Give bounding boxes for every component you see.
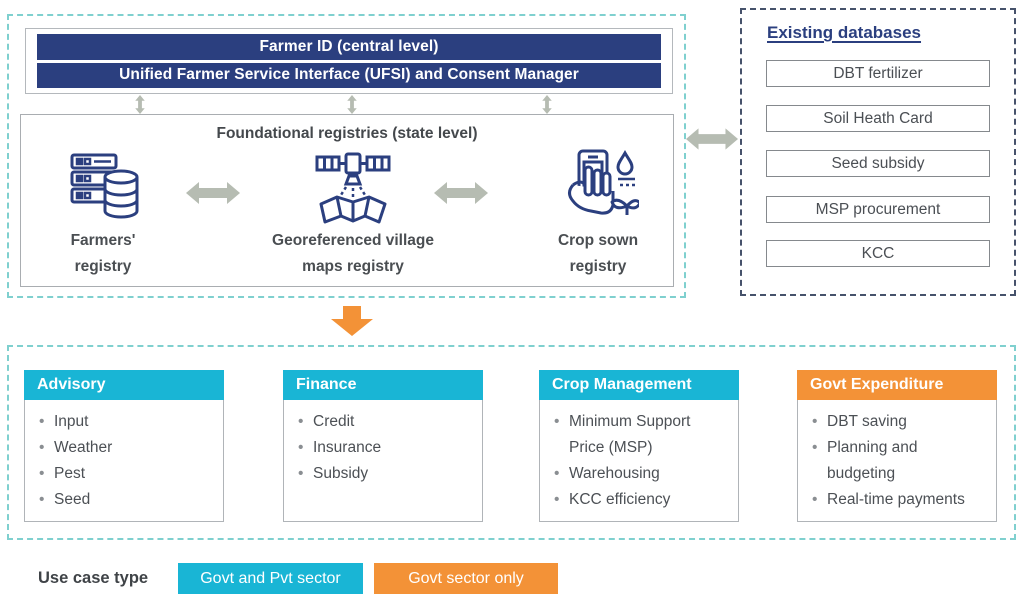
database-item: MSP procurement: [766, 196, 990, 223]
ufsi-banner: Unified Farmer Service Interface (UFSI) …: [37, 62, 661, 88]
list-item: Weather: [37, 435, 210, 461]
list-item: Planning and budgeting: [810, 435, 983, 487]
hand-phone-crop-icon: [563, 149, 642, 232]
advisory-card-body: Input Weather Pest Seed: [24, 400, 224, 522]
list-item: Real-time payments: [810, 487, 983, 513]
database-item: Soil Heath Card: [766, 105, 990, 132]
vertical-link-arrow-icon: [134, 95, 146, 114]
label-line: Crop sown: [557, 232, 639, 249]
satellite-map-icon: [315, 151, 391, 232]
finance-card: Finance Credit Insurance Subsidy: [283, 370, 483, 522]
server-database-icon: [69, 151, 141, 228]
finance-card-header: Finance: [283, 370, 483, 400]
use-cases-region: Advisory Input Weather Pest Seed Finance…: [7, 345, 1016, 540]
advisory-card-header: Advisory: [24, 370, 224, 400]
list-item: Seed: [37, 487, 210, 513]
crop-sown-registry-label: Crop sown registry: [523, 228, 673, 280]
govt-expenditure-card: Govt Expenditure DBT saving Planning and…: [797, 370, 997, 522]
database-item: Seed subsidy: [766, 150, 990, 177]
label-line: Farmers': [70, 232, 136, 249]
label-line: Georeferenced village: [272, 232, 434, 249]
legend-label: Use case type: [38, 569, 149, 587]
farmers-registry-label: Farmers' registry: [33, 228, 173, 280]
database-link-arrow-icon: [686, 122, 738, 161]
central-system-region: Farmer ID (central level) Unified Farmer…: [7, 14, 686, 298]
finance-card-body: Credit Insurance Subsidy: [283, 400, 483, 522]
list-item: Insurance: [296, 435, 469, 461]
list-item: Credit: [296, 409, 469, 435]
existing-databases-region: Existing databases DBT fertilizer Soil H…: [740, 8, 1016, 296]
advisory-card: Advisory Input Weather Pest Seed: [24, 370, 224, 522]
list-item: KCC efficiency: [552, 487, 725, 513]
existing-databases-title: Existing databases: [767, 23, 922, 42]
geo-maps-registry-label: Georeferenced village maps registry: [243, 228, 463, 280]
vertical-link-arrow-icon: [541, 95, 553, 114]
list-item: Warehousing: [552, 461, 725, 487]
database-item: DBT fertilizer: [766, 60, 990, 87]
label-line: registry: [74, 258, 132, 275]
govt-expenditure-card-header: Govt Expenditure: [797, 370, 997, 400]
list-item: Subsidy: [296, 461, 469, 487]
vertical-link-arrow-icon: [346, 95, 358, 114]
list-item: Minimum Support Price (MSP): [552, 409, 725, 461]
govt-expenditure-card-body: DBT saving Planning and budgeting Real-t…: [797, 400, 997, 522]
list-item: Input: [37, 409, 210, 435]
registry-link-arrow-icon: [186, 177, 240, 214]
foundational-registries-box: Foundational registries (state level): [20, 114, 674, 287]
central-banners-box: Farmer ID (central level) Unified Farmer…: [25, 28, 673, 94]
crop-management-card: Crop Management Minimum Support Price (M…: [539, 370, 739, 522]
label-line: maps registry: [302, 258, 404, 275]
registry-link-arrow-icon: [434, 177, 488, 214]
list-item: Pest: [37, 461, 210, 487]
crop-management-card-body: Minimum Support Price (MSP) Warehousing …: [539, 400, 739, 522]
crop-management-card-header: Crop Management: [539, 370, 739, 400]
label-line: registry: [569, 258, 627, 275]
farmer-id-banner: Farmer ID (central level): [37, 34, 661, 60]
database-item: KCC: [766, 240, 990, 267]
legend-chip-govt-only: Govt sector only: [374, 563, 558, 594]
flow-down-arrow-icon: [331, 306, 373, 341]
list-item: DBT saving: [810, 409, 983, 435]
legend-chip-govt-pvt: Govt and Pvt sector: [178, 563, 363, 594]
foundational-registries-title: Foundational registries (state level): [216, 125, 478, 142]
